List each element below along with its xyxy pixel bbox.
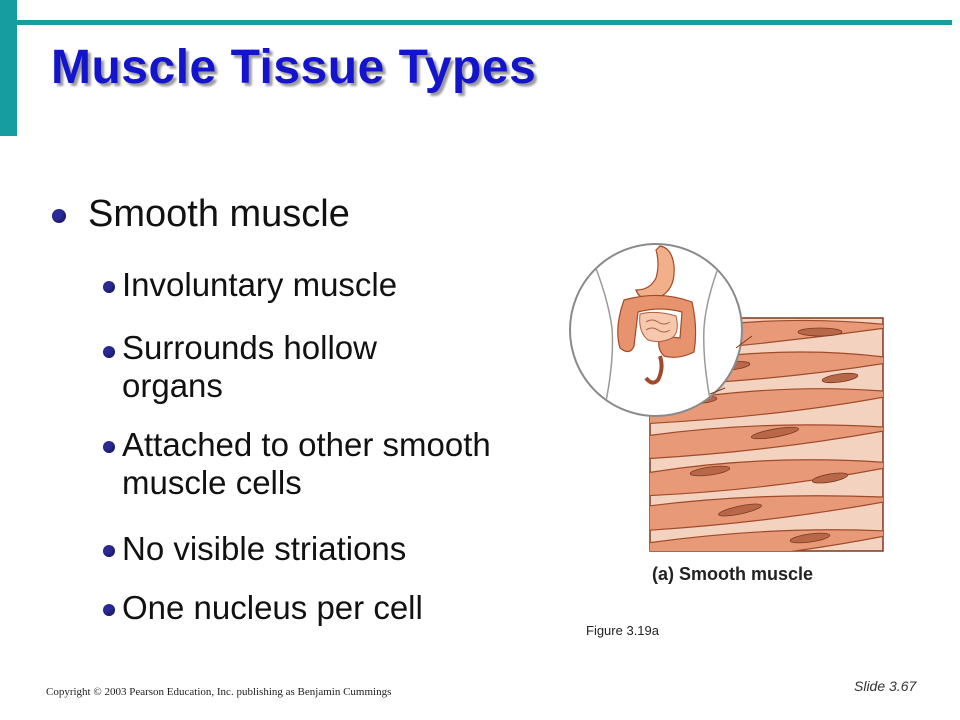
sub-bullet: Surrounds hollow organs bbox=[122, 329, 377, 404]
sub-bullet: Attached to other smooth muscle cells bbox=[122, 426, 491, 501]
bullet-dot bbox=[103, 441, 115, 453]
bullet-dot bbox=[103, 281, 115, 293]
sub-bullet: No visible striations bbox=[122, 530, 407, 567]
small-intestine bbox=[639, 311, 678, 343]
connector-line bbox=[709, 387, 726, 395]
smooth-muscle-illustration: (a) Smooth muscle bbox=[569, 243, 884, 584]
slide-number: Slide 3.67 bbox=[854, 678, 917, 694]
sub-bullet: Involuntary muscle bbox=[122, 266, 398, 303]
figure-caption: Figure 3.19a bbox=[586, 623, 659, 638]
bullet-dot bbox=[103, 545, 115, 557]
sub-bullet: One nucleus per cell bbox=[122, 589, 423, 626]
bullet-dot bbox=[103, 346, 115, 358]
body-outline bbox=[591, 245, 723, 415]
copyright-text: Copyright © 2003 Pearson Education, Inc.… bbox=[46, 686, 392, 698]
figure-label: (a) Smooth muscle bbox=[652, 564, 813, 584]
slide-title: Muscle Tissue Types bbox=[51, 41, 537, 94]
bullet-dot bbox=[52, 209, 66, 223]
large-intestine bbox=[617, 294, 697, 358]
top-accent-bar bbox=[17, 20, 952, 25]
left-accent-bar bbox=[0, 0, 17, 136]
connector-line bbox=[735, 335, 753, 349]
main-bullet: Smooth muscle bbox=[88, 193, 350, 235]
bullet-dot bbox=[103, 604, 115, 616]
